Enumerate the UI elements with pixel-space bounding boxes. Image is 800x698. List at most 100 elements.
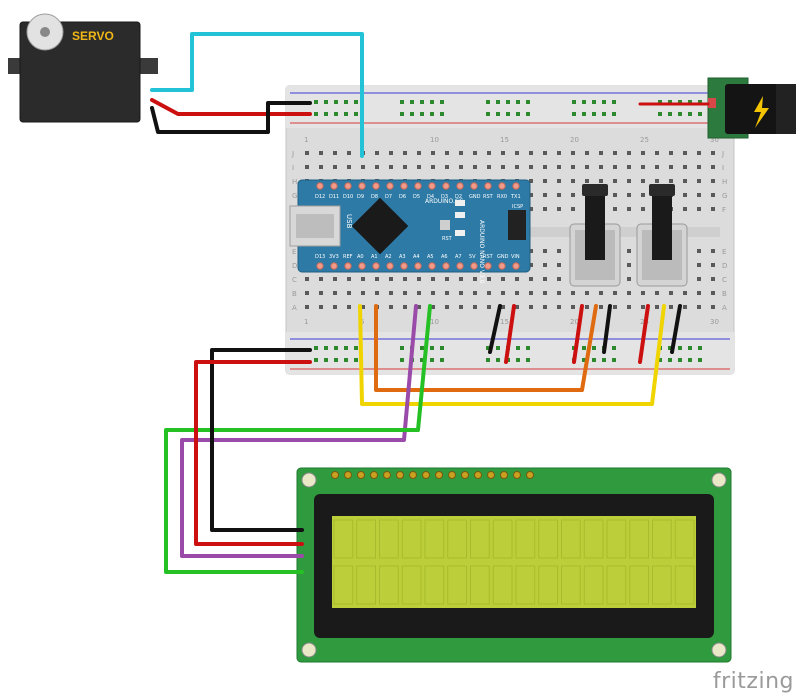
- breadboard-hole: [711, 207, 715, 211]
- rail-hole: [678, 346, 682, 350]
- breadboard-hole: [557, 193, 561, 197]
- breadboard-hole: [613, 207, 617, 211]
- rail-hole: [698, 358, 702, 362]
- breadboard-hole: [375, 277, 379, 281]
- breadboard-hole: [669, 165, 673, 169]
- breadboard-hole: [627, 263, 631, 267]
- column-number: 30: [710, 318, 719, 326]
- lcd-cell: [652, 519, 672, 559]
- row-letter: I: [292, 164, 294, 172]
- breadboard-hole: [487, 277, 491, 281]
- row-letter: H: [722, 178, 727, 186]
- potentiometer-2: [636, 184, 688, 287]
- breadboard-hole: [431, 305, 435, 309]
- rail-hole: [602, 100, 606, 104]
- pin-label: D4: [427, 194, 434, 200]
- rail-hole: [486, 100, 490, 104]
- breadboard-hole: [655, 151, 659, 155]
- breadboard-hole: [627, 193, 631, 197]
- breadboard-hole: [697, 207, 701, 211]
- arduino-pin: [414, 262, 422, 270]
- breadboard-hole: [571, 207, 575, 211]
- arduino-pin: [316, 262, 324, 270]
- row-letter: A: [722, 304, 727, 312]
- rail-hole: [592, 100, 596, 104]
- breadboard-hole: [305, 277, 309, 281]
- breadboard-hole: [571, 193, 575, 197]
- rail-hole: [420, 358, 424, 362]
- pin-label: D5: [413, 194, 420, 200]
- servo-motor: SERVO: [8, 13, 158, 123]
- breadboard-hole: [417, 165, 421, 169]
- breadboard-hole: [319, 291, 323, 295]
- breadboard-hole: [501, 291, 505, 295]
- breadboard-hole: [683, 291, 687, 295]
- rail-hole: [410, 100, 414, 104]
- breadboard-hole: [319, 165, 323, 169]
- breadboard-hole: [683, 193, 687, 197]
- breadboard-hole: [529, 193, 533, 197]
- rail-hole: [440, 100, 444, 104]
- breadboard-hole: [697, 165, 701, 169]
- pin-label: GND: [469, 194, 481, 200]
- breadboard-hole: [361, 305, 365, 309]
- breadboard-hole: [697, 263, 701, 267]
- breadboard-hole: [459, 151, 463, 155]
- breadboard-hole: [501, 277, 505, 281]
- breadboard-hole: [529, 151, 533, 155]
- breadboard-hole: [473, 305, 477, 309]
- lcd-cell: [492, 565, 513, 605]
- rail-hole: [344, 358, 348, 362]
- lcd-pin: [500, 471, 508, 479]
- rail-hole: [344, 112, 348, 116]
- servo-power-wire: [150, 98, 312, 116]
- rail-hole: [572, 112, 576, 116]
- rail-hole: [516, 100, 520, 104]
- lcd-pin-header: [331, 471, 534, 479]
- breadboard-hole: [557, 291, 561, 295]
- rail-hole: [430, 358, 434, 362]
- rail-hole: [506, 100, 510, 104]
- lcd-cell: [538, 565, 558, 605]
- breadboard-hole: [557, 165, 561, 169]
- breadboard-hole: [557, 207, 561, 211]
- breadboard-hole: [431, 277, 435, 281]
- breadboard-hole: [627, 151, 631, 155]
- lcd-cell: [561, 519, 581, 559]
- row-letter: D: [722, 262, 727, 270]
- rail-jumper-red-1: [504, 304, 516, 364]
- lcd-cell: [356, 519, 376, 559]
- rail-hole: [314, 112, 318, 116]
- breadboard-hole: [599, 165, 603, 169]
- column-number: 25: [640, 136, 649, 144]
- pin-label: D11: [329, 194, 339, 200]
- arduino-pin: [512, 182, 520, 190]
- rail-hole: [688, 100, 692, 104]
- lcd-cell: [583, 565, 604, 605]
- lcd-pin: [344, 471, 352, 479]
- rail-hole: [334, 112, 338, 116]
- breadboard-hole: [389, 291, 393, 295]
- rail-hole: [592, 358, 596, 362]
- rail-hole: [420, 346, 424, 350]
- column-number: 20: [570, 318, 579, 326]
- rail-hole: [516, 358, 520, 362]
- rail-hole: [440, 346, 444, 350]
- arduino-pin: [456, 182, 464, 190]
- rail-hole: [668, 346, 672, 350]
- arduino-pin: [484, 262, 492, 270]
- rail-hole: [698, 100, 702, 104]
- rail-hole: [440, 112, 444, 116]
- lcd-pin: [331, 471, 339, 479]
- breadboard-hole: [599, 305, 603, 309]
- breadboard-hole: [319, 305, 323, 309]
- arduino-pin: [330, 182, 338, 190]
- rail-hole: [698, 346, 702, 350]
- breadboard-hole: [347, 291, 351, 295]
- breadboard-hole: [557, 179, 561, 183]
- breadboard-hole: [459, 305, 463, 309]
- breadboard-hole: [669, 291, 673, 295]
- breadboard-hole: [711, 249, 715, 253]
